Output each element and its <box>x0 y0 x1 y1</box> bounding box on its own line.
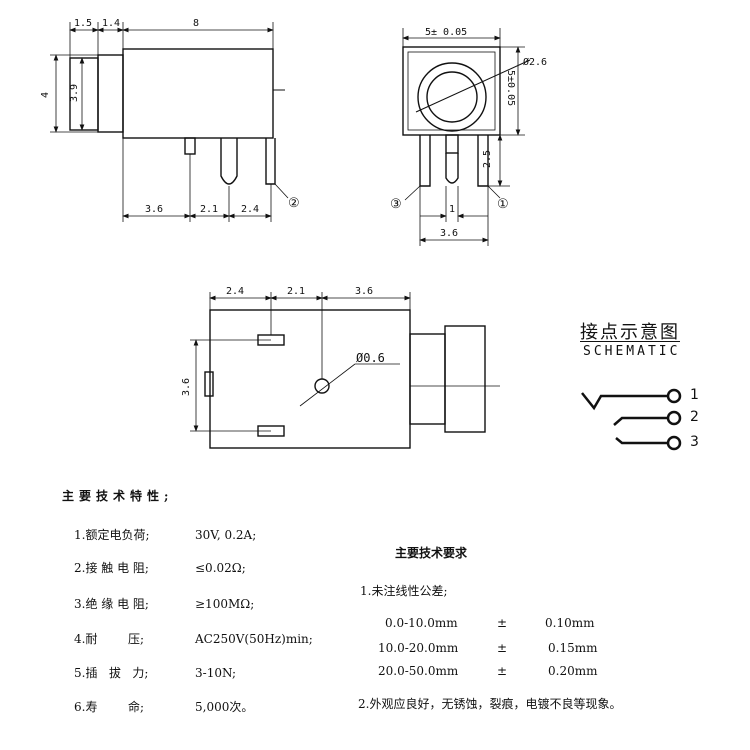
tolerance-value-2: 0.15mm <box>548 641 598 655</box>
dim-front-1: 1 <box>449 204 455 215</box>
schematic-contact-3 <box>615 437 668 445</box>
dim-8: 8 <box>193 18 199 29</box>
dim-side-2-1: 2.1 <box>200 204 218 215</box>
specs-title: 主要技术特性; <box>62 489 174 503</box>
spec-label-5: 5.插 拔 力; <box>74 666 149 680</box>
requirements-title: 主要技术要求 <box>395 546 468 560</box>
tolerance-range-2: 10.0-20.0mm <box>378 641 459 655</box>
side-view <box>50 22 289 222</box>
side-pin-short <box>184 137 196 155</box>
callout-1: ① <box>497 197 509 212</box>
schematic-title: 接点示意图 <box>580 322 680 343</box>
tolerance-value-3: 0.20mm <box>548 664 598 678</box>
front-pin-right <box>477 135 489 187</box>
dim-front-5: 5± 0.05 <box>425 27 467 38</box>
spec-label-2: 2.接 触 电 阻; <box>74 561 149 575</box>
spec-label-4: 4.耐 压; <box>74 632 145 646</box>
dim-front-3-6: 3.6 <box>440 228 458 239</box>
spec-label-1: 1.额定电负荷; <box>74 528 150 542</box>
tolerance-range-3: 20.0-50.0mm <box>378 664 459 678</box>
schematic-pin-1: 1 <box>690 387 699 403</box>
dim-front-5-vertical: 5±0.05 <box>505 70 516 106</box>
side-front-collar <box>97 54 124 133</box>
schematic-pin-3: 3 <box>690 434 699 450</box>
spec-value-4: AC250V(50Hz)min; <box>195 632 313 646</box>
spec-label-3: 3.绝 缘 电 阻; <box>74 597 149 611</box>
requirements-item-1: 1.未注线性公差; <box>360 584 448 598</box>
schematic-terminal-1 <box>666 388 682 404</box>
front-pin-left <box>419 135 431 187</box>
dim-1-4: 1.4 <box>102 18 120 29</box>
spec-value-2: ≤0.02Ω; <box>195 561 246 575</box>
tolerance-value-1: 0.10mm <box>545 616 595 630</box>
spec-label-6: 6.寿 命; <box>74 700 145 714</box>
tolerance-range-1: 0.0-10.0mm <box>385 616 458 630</box>
front-dimension-labels: 5± 0.05 Ø2.6 5±0.05 2.5 1 3.6 ③ ① <box>390 27 547 239</box>
requirements-item-2: 2.外观应良好，无锈蚀，裂痕，电镀不良等现象。 <box>358 697 622 711</box>
schematic-terminal-3 <box>666 435 682 451</box>
schematic-contact-2 <box>613 416 668 426</box>
front-view <box>402 28 531 246</box>
side-dimension-labels: 1.5 1.4 8 4 3.9 3.6 2.1 2.4 ② <box>40 18 300 215</box>
dim-top-3-6-vertical: 3.6 <box>181 378 192 396</box>
dim-top-2-1: 2.1 <box>287 286 305 297</box>
dim-front-diameter: Ø2.6 <box>523 56 547 68</box>
schematic-symbol <box>581 388 682 451</box>
top-sleeve <box>444 325 486 433</box>
dim-1-5: 1.5 <box>74 18 92 29</box>
dim-front-2-5: 2.5 <box>482 150 493 168</box>
side-body <box>122 48 274 139</box>
schematic-contact-1 <box>581 392 668 411</box>
dim-side-2-4: 2.4 <box>241 204 259 215</box>
dim-top-2-4: 2.4 <box>226 286 244 297</box>
tolerance-pm-1: ± <box>497 616 508 630</box>
dim-top-diameter: Ø0.6 <box>356 351 385 365</box>
tolerance-pm-3: ± <box>497 664 508 678</box>
top-collar <box>409 333 446 425</box>
top-tab <box>204 371 214 397</box>
spec-value-3: ≥100MΩ; <box>195 597 255 611</box>
schematic-pin-2: 2 <box>690 409 699 425</box>
schematic-subtitle: SCHEMATIC <box>583 344 681 359</box>
front-inner-hole <box>426 71 478 123</box>
front-outer-ring <box>417 62 487 132</box>
callout-2: ② <box>288 196 300 211</box>
front-pin-center-top <box>445 134 459 154</box>
dim-top-3-6: 3.6 <box>355 286 373 297</box>
spec-value-6: 5,000次。 <box>195 700 254 714</box>
spec-value-1: 30V, 0.2A; <box>195 528 257 542</box>
schematic-terminal-2 <box>666 410 682 426</box>
side-pin-long <box>220 138 238 185</box>
dim-4: 4 <box>40 92 51 98</box>
front-pin-center <box>445 153 459 184</box>
top-body <box>209 309 411 449</box>
spec-value-5: 3-10N; <box>195 666 237 680</box>
tolerance-pm-2: ± <box>497 641 508 655</box>
top-view <box>190 292 500 449</box>
callout-3: ③ <box>390 197 402 212</box>
dim-side-3-6: 3.6 <box>145 204 163 215</box>
dim-3-9: 3.9 <box>69 84 80 102</box>
top-dimension-labels: 2.4 2.1 3.6 3.6 Ø0.6 <box>181 286 385 396</box>
top-pin-hole <box>314 378 330 394</box>
side-pin-right <box>265 138 276 185</box>
